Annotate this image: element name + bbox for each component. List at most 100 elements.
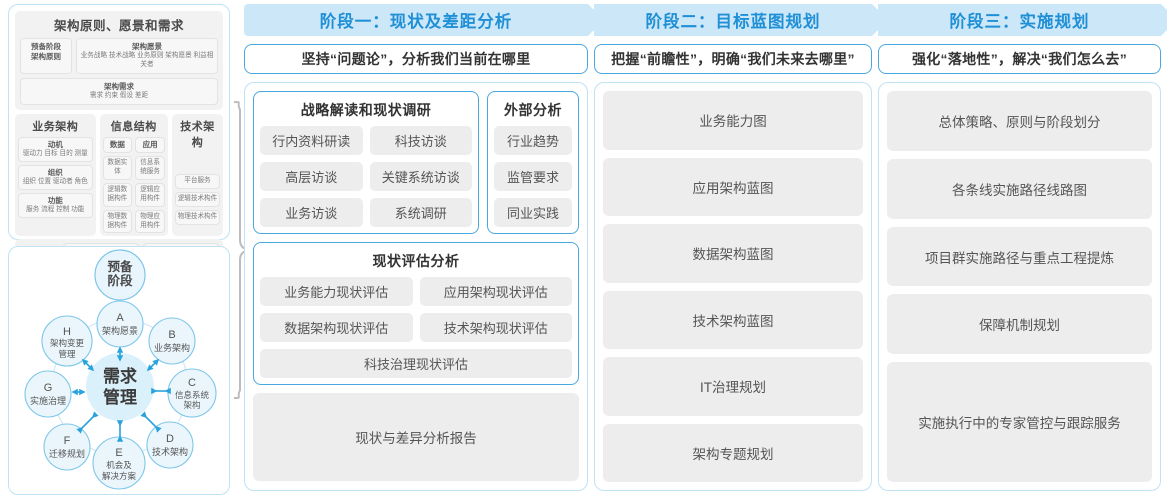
adm-center-node[interactable] — [86, 353, 154, 421]
adm-arrow-f — [76, 411, 99, 434]
cell-sub: 物理技术构件 — [177, 212, 218, 220]
adm-node-d-label: 技术架构 — [152, 446, 188, 457]
current-state-assessment-card: 现状评估分析 业务能力现状评估 应用架构现状评估 数据架构现状评估 技术架构现状… — [253, 242, 579, 385]
app-cell-physical: 物理应用构件 — [135, 209, 165, 234]
phase-2-item-2[interactable]: 应用架构蓝图 — [603, 157, 863, 216]
adm-node-a-label: 架构愿景 — [102, 325, 138, 336]
adm-node-c-label-1: 信息系统 — [175, 390, 210, 400]
phase-2-item-4[interactable]: 技术架构蓝图 — [603, 290, 863, 349]
external-analysis-card: 外部分析 行业趋势 监管要求 同业实践 — [487, 91, 579, 234]
tech-cell-physical: 物理技术构件 — [174, 209, 220, 225]
adm-preliminary-label-2: 阶段 — [107, 273, 133, 288]
adm-cycle-diagram: 预备 阶段 需求 管理 A 架构愿景 B 业务架构 C — [24, 249, 217, 490]
adm-node-e-key: E — [115, 447, 122, 459]
phase-3-item-5[interactable]: 实施执行中的专家管控与跟踪服务 — [887, 362, 1152, 482]
cell-sub: 物理数据构件 — [107, 212, 128, 229]
information-structure-title: 信息结构 — [110, 120, 157, 133]
data-head-cell: 数据 — [102, 136, 133, 154]
survey-chip-4[interactable]: 关键系统访谈 — [369, 162, 472, 191]
technology-architecture-column: 技术架构 平台服务 逻辑技术构件 物理技术构件 — [171, 113, 223, 237]
preliminary-phase-line1: 预备阶段 — [31, 42, 61, 51]
assessment-chip-3[interactable]: 数据架构现状评估 — [260, 313, 413, 342]
survey-row-1: 行内资料研读 科技访谈 — [260, 126, 472, 155]
cell-sub: 逻辑数据构件 — [107, 185, 128, 202]
cell-head: 组织 — [47, 167, 63, 177]
business-architecture-column: 业务架构 动机 驱动力 目标 目的 测量 组织 组织 位置 驱动者 角色 功能 … — [15, 113, 96, 237]
cell-sub: 信息系统服务 — [140, 159, 160, 175]
architecture-requirements-title: 架构需求 — [104, 81, 134, 91]
assessment-chip-2[interactable]: 应用架构现状评估 — [419, 277, 572, 306]
architecture-vision-items: 业务战略 技术战略 业务原则 架构愿景 利益相关者 — [80, 52, 214, 69]
gap-analysis-report-box[interactable]: 现状与差异分析报告 — [253, 393, 579, 481]
cell-head: 应用 — [142, 139, 158, 149]
phase-1-banner-label: 阶段一：现状及差距分析 — [319, 13, 513, 31]
survey-chip-1[interactable]: 行内资料研读 — [260, 126, 363, 155]
preliminary-phase-cell: 预备阶段 架构原则 — [20, 38, 72, 74]
external-analysis-title: 外部分析 — [504, 102, 562, 118]
business-architecture-cell-motivation: 动机 驱动力 目标 目的 测量 — [18, 136, 93, 162]
adm-arrow-b — [146, 358, 160, 372]
phase-3-banner: 阶段三：实施规划 — [878, 4, 1167, 36]
adm-node-preliminary[interactable] — [94, 249, 146, 301]
architecture-domain-columns: 业务架构 动机 驱动力 目标 目的 测量 组织 组织 位置 驱动者 角色 功能 … — [15, 113, 223, 237]
phase-3-body: 总体策略、原则与阶段划分 各条线实施路径线路图 项目群实施路径与重点工程提炼 保… — [878, 82, 1161, 491]
adm-node-f-label: 迁移规划 — [49, 448, 85, 459]
survey-chip-3[interactable]: 高层访谈 — [260, 162, 363, 191]
adm-node-h-label-1: 架构变更 — [50, 338, 85, 348]
adm-node-f[interactable] — [43, 423, 91, 471]
adm-node-e-label-1: 机会及 — [106, 460, 132, 470]
phase-2-item-6[interactable]: 架构专题规划 — [603, 423, 863, 482]
phase-2-item-1[interactable]: 业务能力图 — [603, 91, 863, 150]
architecture-principles-title: 架构原则、愿景和需求 — [53, 19, 184, 33]
adm-arrow-h — [81, 358, 95, 372]
adm-node-h-key: H — [63, 326, 71, 338]
tech-cell-platform: 平台服务 — [174, 173, 220, 189]
phase-column-1: 阶段一：现状及差距分析 坚持“问题论”，分析我们当前在哪里 战略解读和现状调研 … — [244, 4, 604, 491]
phase-3-item-3[interactable]: 项目群实施路径与重点工程提炼 — [887, 226, 1152, 287]
business-architecture-title: 业务架构 — [32, 120, 79, 133]
external-chip-1[interactable]: 行业趋势 — [494, 126, 572, 155]
adm-node-a[interactable] — [96, 300, 144, 348]
phase-3-item-2[interactable]: 各条线实施路径线路图 — [887, 158, 1152, 219]
assessment-row-1: 业务能力现状评估 应用架构现状评估 — [260, 277, 572, 306]
business-architecture-cell-function: 功能 服务 流程 控制 功能 — [18, 192, 93, 218]
phase-2-item-3[interactable]: 数据架构蓝图 — [603, 224, 863, 283]
adm-node-g[interactable] — [24, 370, 72, 418]
adm-node-f-key: F — [64, 435, 71, 447]
adm-node-g-key: G — [44, 382, 53, 394]
architecture-requirements-items: 需求 约束 假设 差距 — [89, 92, 149, 100]
cell-sub: 物理应用构件 — [140, 212, 160, 229]
phase-column-3: 阶段三：实施规划 强化“落地性”，解决“我们怎么去” 总体策略、原则与阶段划分 … — [878, 4, 1167, 491]
external-chip-2[interactable]: 监管要求 — [494, 162, 572, 191]
phase-2-subtitle: 把握“前瞻性”，明确“我们未来去哪里” — [594, 44, 872, 74]
phase-2-body: 业务能力图 应用架构蓝图 数据架构蓝图 技术架构蓝图 IT治理规划 架构专题规划 — [594, 82, 872, 491]
app-cell-logical: 逻辑应用构件 — [135, 182, 165, 207]
phase-1-body: 战略解读和现状调研 行内资料研读 科技访谈 高层访谈 关键系统访谈 业务访谈 系… — [244, 82, 588, 491]
cell-sub: 驱动力 目标 目的 测量 — [22, 150, 88, 158]
survey-chip-2[interactable]: 科技访谈 — [369, 126, 472, 155]
phase-3-item-1[interactable]: 总体策略、原则与阶段划分 — [887, 91, 1152, 151]
assessment-chip-1[interactable]: 业务能力现状评估 — [260, 277, 413, 306]
phase-2-banner-label: 阶段二：目标蓝图规划 — [645, 13, 821, 31]
external-chip-3[interactable]: 同业实践 — [494, 198, 572, 227]
cell-head: 动机 — [47, 139, 63, 149]
phase-2-item-5[interactable]: IT治理规划 — [603, 357, 863, 416]
adm-node-b-label: 业务架构 — [154, 342, 190, 353]
survey-chip-5[interactable]: 业务访谈 — [260, 198, 363, 227]
assessment-chip-full[interactable]: 科技治理现状评估 — [260, 349, 572, 378]
phase-3-item-4[interactable]: 保障机制规划 — [887, 294, 1152, 355]
architecture-vision-title: 架构愿景 — [132, 42, 162, 51]
data-cell-physical: 物理数据构件 — [102, 209, 133, 234]
assessment-chip-4[interactable]: 技术架构现状评估 — [419, 313, 572, 342]
adm-node-g-label: 实施治理 — [30, 395, 66, 406]
adm-node-h[interactable] — [41, 315, 93, 367]
survey-chip-6[interactable]: 系统调研 — [369, 198, 472, 227]
adm-node-d[interactable] — [146, 421, 194, 469]
adm-node-b[interactable] — [148, 317, 196, 365]
app-cell-service: 信息系统服务 — [135, 156, 165, 180]
phase-column-2: 阶段二：目标蓝图规划 把握“前瞻性”，明确“我们未来去哪里” 业务能力图 应用架… — [594, 4, 888, 491]
adm-node-c-key: C — [188, 377, 196, 389]
adm-arrow-d — [140, 411, 162, 433]
data-cell-logical: 逻辑数据构件 — [102, 182, 133, 207]
left-column: 架构原则、愿景和需求 预备阶段 架构原则 架构愿景 业务战略 技术战略 业务原则… — [8, 4, 254, 495]
